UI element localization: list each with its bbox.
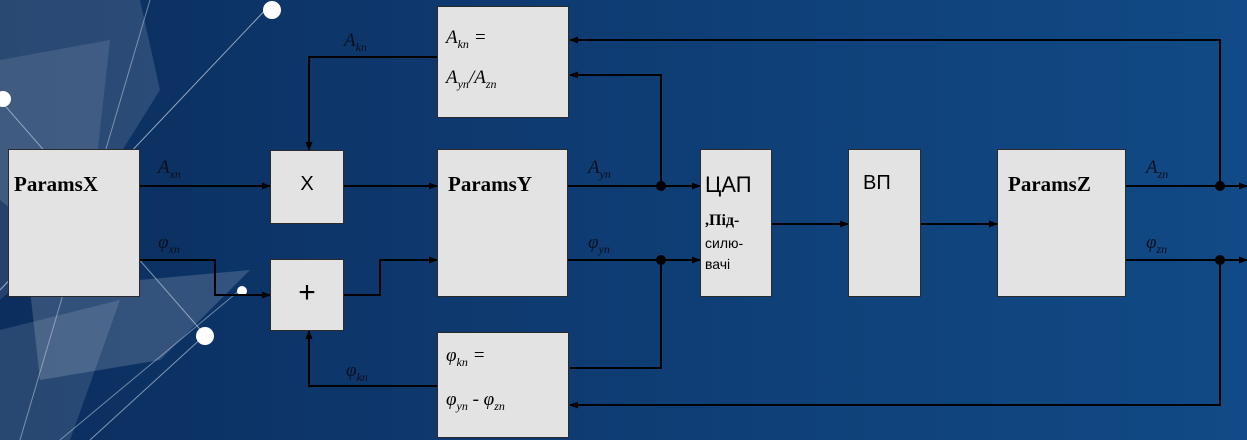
signal-label-akn: Akn xyxy=(344,30,367,54)
decor-node xyxy=(237,286,247,296)
junction-dot xyxy=(656,255,666,265)
signal-label-azn: Azn xyxy=(1146,157,1169,181)
signal-label-axn: Axn xyxy=(158,157,181,181)
signal-label-phikn: φkn xyxy=(346,360,368,384)
amplitude-ratio-block: Akn = Ayn/Azn xyxy=(437,6,569,118)
signal-label-phixn: φxn xyxy=(158,232,180,256)
phase-formula-line1: φkn = xyxy=(446,345,486,369)
phase-formula-line2: φyn - φzn xyxy=(446,389,505,413)
signal-label-phizn: φzn xyxy=(1146,232,1168,256)
wire-phixn xyxy=(140,259,271,299)
dac-sub-line2: силю- xyxy=(705,235,744,251)
multiplier-label: X xyxy=(300,173,314,195)
wire-add-to-y xyxy=(344,256,438,296)
junction-dots xyxy=(656,181,1225,265)
amplitude-formula-line2: Ayn/Azn xyxy=(446,67,497,91)
wire-akn xyxy=(305,56,437,151)
converter-label: ВП xyxy=(863,172,891,194)
block-params-x: ParamsX xyxy=(8,149,140,297)
wire-azn-feedback xyxy=(569,36,1221,186)
wire-phiyn-feedback xyxy=(570,260,662,369)
junction-dot xyxy=(1215,181,1225,191)
dac-sub-line1: ,Під- xyxy=(705,212,740,229)
decor-node xyxy=(196,327,214,345)
block-params-z: ParamsZ xyxy=(997,149,1126,297)
adder-block: + xyxy=(270,259,344,331)
converter-block: ВП xyxy=(848,149,921,297)
amplitude-formula-line1: Akn = xyxy=(446,27,487,51)
phase-difference-block: φkn = φyn - φzn xyxy=(437,332,569,438)
block-params-z-label: ParamsZ xyxy=(1008,172,1091,196)
block-params-x-label: ParamsX xyxy=(14,172,98,196)
decor-node xyxy=(263,1,281,19)
decor-node xyxy=(0,91,11,107)
dac-amplifier-block: ЦАП ,Під- силю- вачі xyxy=(700,149,772,297)
multiplier-block: X xyxy=(270,150,344,224)
adder-label: + xyxy=(298,276,316,309)
junction-dot xyxy=(1215,255,1225,265)
block-params-y: ParamsY xyxy=(437,149,568,297)
wire-phizn-feedback xyxy=(569,260,1221,409)
wire-ayn-feedback xyxy=(569,71,662,186)
block-params-y-label: ParamsY xyxy=(448,172,532,196)
junction-dot xyxy=(656,181,666,191)
dac-title: ЦАП xyxy=(705,172,752,197)
dac-sub-line3: вачі xyxy=(705,256,731,272)
signal-label-ayn: Ayn xyxy=(588,157,611,181)
signal-label-phiyn: φyn xyxy=(588,232,610,256)
wire-phikn xyxy=(305,330,437,387)
